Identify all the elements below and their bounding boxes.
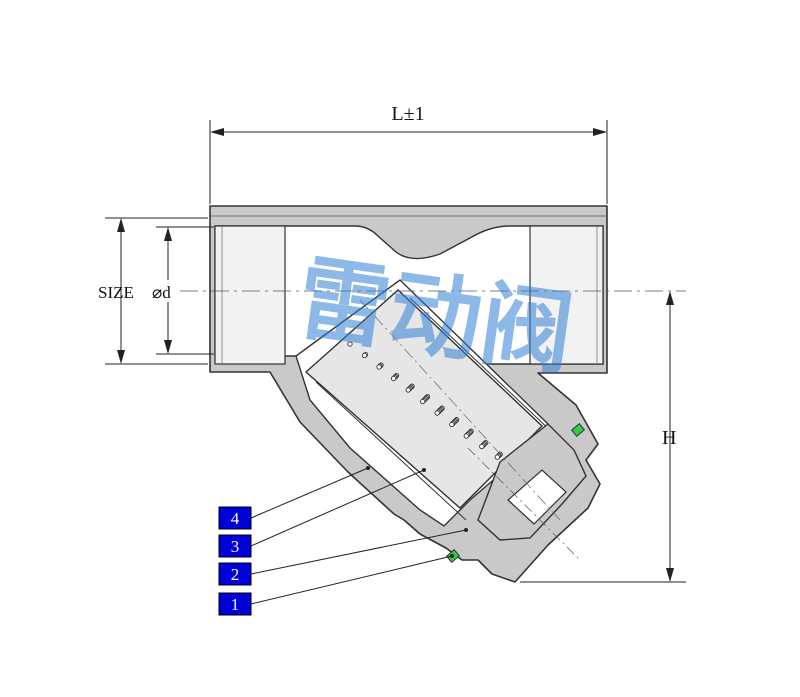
height-label: H bbox=[662, 427, 676, 449]
leader-4-dot bbox=[366, 466, 370, 470]
perforation-hole bbox=[434, 410, 440, 416]
callout-2-number: 2 bbox=[231, 565, 240, 584]
leader-1 bbox=[250, 555, 453, 605]
callout-1-box bbox=[218, 592, 252, 616]
callout-4: 4 bbox=[218, 506, 252, 530]
callout-4-number: 4 bbox=[231, 509, 240, 528]
leader-1-dot bbox=[450, 554, 454, 558]
callout-2-box bbox=[218, 562, 252, 586]
bore-arrow-bottom bbox=[164, 340, 172, 354]
plug-axis bbox=[467, 447, 581, 561]
callout-3: 3 bbox=[218, 534, 252, 558]
perforation-hole bbox=[405, 387, 411, 393]
callout-3-box bbox=[218, 534, 252, 558]
perforation-hole bbox=[420, 398, 426, 405]
screen-centerline bbox=[359, 299, 561, 521]
callout-1-number: 1 bbox=[231, 595, 240, 614]
length-label: L±1 bbox=[391, 103, 424, 125]
screen-edge-line bbox=[409, 297, 553, 433]
leader-4 bbox=[250, 467, 369, 519]
callout-4-box bbox=[218, 506, 252, 530]
callout-1: 1 bbox=[218, 592, 252, 616]
perforation-hole bbox=[390, 375, 397, 382]
h-arrow-bottom bbox=[666, 568, 674, 582]
leader-2 bbox=[250, 529, 467, 575]
size-label: SIZE bbox=[98, 283, 134, 302]
callout-3-number: 3 bbox=[231, 537, 240, 556]
size-arrow-bottom bbox=[117, 350, 125, 364]
h-arrow-top bbox=[666, 291, 674, 305]
callout-2: 2 bbox=[218, 562, 252, 586]
l-arrow-right bbox=[593, 128, 607, 136]
plug-socket bbox=[507, 469, 567, 525]
bore-label: ⌀d bbox=[152, 283, 171, 302]
screen-inner-line bbox=[315, 381, 467, 521]
inlet-port bbox=[214, 225, 286, 365]
perforation-hole bbox=[449, 421, 455, 428]
leader-3 bbox=[250, 469, 425, 547]
leader-2-dot bbox=[464, 528, 468, 532]
perforation-hole bbox=[347, 341, 353, 347]
bore-arrow-top bbox=[164, 227, 172, 241]
l-arrow-left bbox=[210, 128, 224, 136]
perforation-hole bbox=[479, 443, 485, 450]
perforation-hole bbox=[463, 433, 469, 439]
perforation-hole bbox=[494, 454, 500, 460]
gasket-upper bbox=[570, 423, 586, 437]
size-arrow-top bbox=[117, 218, 125, 232]
leader-3-dot bbox=[422, 468, 426, 472]
perforation-hole bbox=[361, 352, 368, 359]
perforation-hole bbox=[376, 364, 382, 370]
